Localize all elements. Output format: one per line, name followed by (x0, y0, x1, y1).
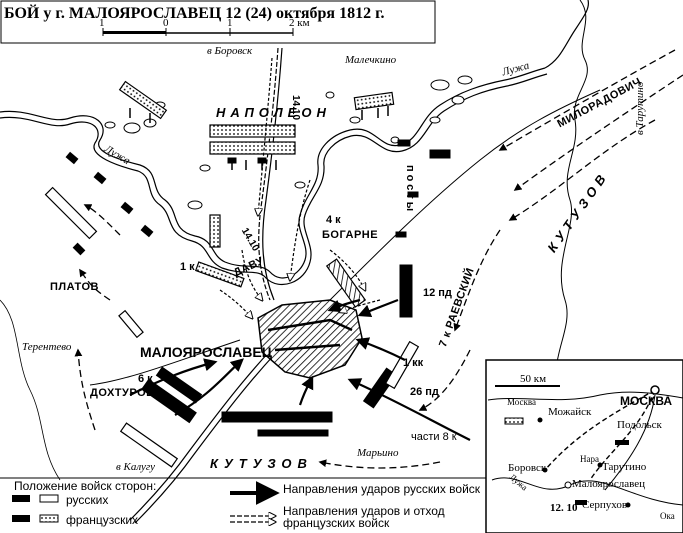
russian-march (74, 49, 683, 469)
inset-moskva: МОСКВА (620, 394, 673, 408)
french-units (118, 80, 395, 308)
scale-tick-0: 0 (163, 17, 169, 29)
label-platov: ПЛАТОВ (50, 281, 99, 293)
label-posts: посты (404, 165, 416, 215)
inset-serpukhov: Серпухов (582, 499, 628, 511)
inset-podolsk: Подольск (617, 419, 662, 431)
place-malechkino: Малечкино (345, 54, 397, 66)
legend-russian-attacks: Направления ударов русских войск (283, 482, 481, 496)
road-label-kaluga: в Калугу (116, 461, 156, 473)
unit-1kk: 1 кк (403, 357, 424, 369)
legend-french: французских (66, 513, 139, 527)
town-maloyaroslavets (257, 299, 363, 379)
inset-nara: Нара (580, 454, 599, 464)
label-dokhturov: ДОХТУРОВ (90, 387, 155, 399)
inset-moskva-river: Москва (507, 397, 536, 407)
russian-units (44, 139, 451, 468)
russian-arrows (129, 298, 471, 441)
unit-parts-8k: части 8 к (411, 431, 457, 443)
label-beauharnais: БОГАРНЕ (322, 229, 379, 241)
place-marino: Марьино (357, 447, 399, 459)
unit-6k: 6 к (138, 373, 153, 385)
inset-scale: 50 км (520, 373, 547, 385)
road-label-borovsk: в Боровск (207, 45, 253, 57)
scale-tick-1b: 1 (227, 17, 233, 29)
inset-oka: Ока (660, 511, 675, 521)
scale-bar (102, 28, 294, 36)
date-14-10-a: 14.10 (290, 95, 301, 121)
unit-26pd: 26 пд (410, 386, 439, 398)
place-maloyaroslavets: МАЛОЯРОСЛАВЕЦ (140, 344, 272, 360)
unit-12pd: 12 пд (423, 287, 452, 299)
river-west (0, 299, 61, 481)
roads (89, 47, 601, 524)
map-title: БОЙ у г. МАЛОЯРОСЛАВЕЦ 12 (24) октября 1… (4, 5, 385, 22)
inset-map (485, 359, 683, 533)
unit-1k: 1 к (180, 261, 195, 273)
title-frame (0, 0, 436, 44)
inset-maloyaroslavets: Малоярославец (572, 478, 646, 490)
label-kutuzov-south: КУТУЗОВ (210, 456, 313, 471)
scale-tick-1: 1 (99, 17, 105, 29)
terrain (104, 75, 473, 210)
label-napoleon: НАПОЛЕОН (216, 105, 331, 120)
legend-heading: Положение войск сторон: (14, 479, 157, 493)
inset-tarutino: Тарутино (602, 461, 647, 473)
legend-russian: русских (66, 493, 109, 507)
french-markers (129, 106, 389, 170)
inset-date: 12. 10 (550, 502, 578, 514)
unit-4k: 4 к (326, 214, 341, 226)
legend-box (0, 477, 486, 522)
place-terentevo: Терентево (22, 341, 72, 353)
french-arrows (219, 57, 381, 318)
inset-mozhaisk: Можайск (548, 406, 592, 418)
legend-french-moves: Направления ударов и отход французских в… (283, 504, 445, 530)
inset-borovsk: Боровск (508, 462, 547, 474)
scale-tick-2km: 2 км (289, 17, 310, 29)
